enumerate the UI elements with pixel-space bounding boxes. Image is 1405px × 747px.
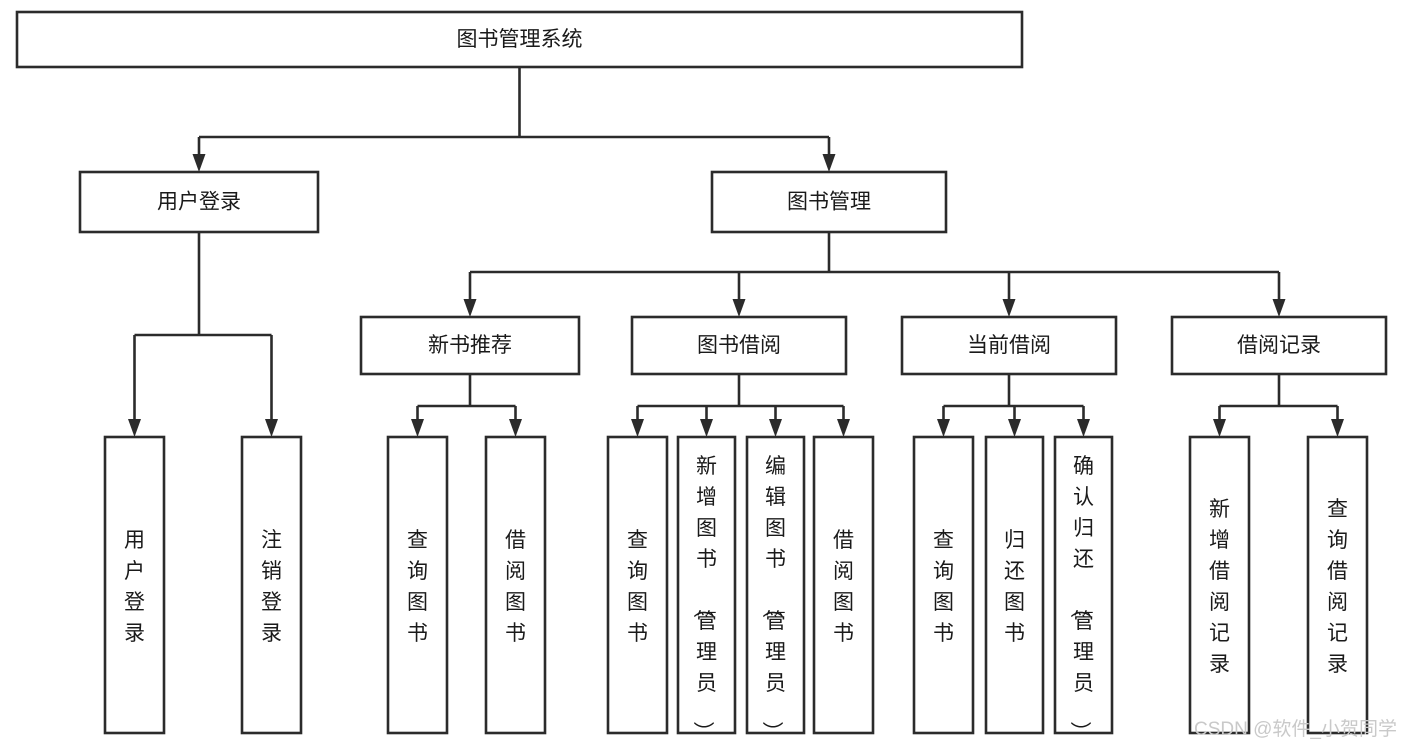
node-leaf-borrow-book[interactable]: 借阅图书 [812,435,875,735]
node-leaf-return-book[interactable]: 归还图书 [984,435,1045,735]
node-label-leaf-return-book: 归还图书 [1004,529,1025,645]
node-book-manage[interactable]: 图书管理 [710,170,948,234]
node-box-leaf-borrow-book-rec[interactable] [484,435,547,735]
node-label-leaf-query-book-current: 查询图书 [933,529,954,645]
node-label-leaf-query-book-borrow: 查询图书 [627,529,648,645]
node-label-book-manage: 图书管理 [787,191,871,214]
node-current-borrow[interactable]: 当前借阅 [900,315,1118,376]
node-user-login[interactable]: 用户登录 [78,170,320,234]
node-leaf-add-book[interactable]: 新增图书（管理员） [676,435,737,742]
node-leaf-logout[interactable]: 注销登录 [240,435,303,735]
node-label-borrow-record: 借阅记录 [1237,334,1321,357]
node-label-leaf-borrow-book: 借阅图书 [833,529,854,645]
node-box-leaf-user-login[interactable] [103,435,166,735]
node-box-root[interactable] [15,10,1024,69]
node-leaf-user-login[interactable]: 用户登录 [103,435,166,735]
node-box-leaf-query-book-current[interactable] [912,435,975,735]
node-label-leaf-confirm-return: 确认归还（管理员） [1068,455,1094,742]
node-leaf-borrow-book-rec[interactable]: 借阅图书 [484,435,547,735]
connectors-layer [128,67,1344,437]
node-label-new-book-recommend: 新书推荐 [428,334,512,357]
node-box-borrow-record[interactable] [1170,315,1388,376]
node-box-leaf-edit-book[interactable] [745,435,806,735]
watermark: CSDN @软件_小贺同学 [1194,719,1397,740]
node-label-leaf-add-record: 新增借阅记录 [1209,498,1230,676]
node-box-book-borrow[interactable] [630,315,848,376]
node-label-leaf-add-book: 新增图书（管理员） [691,455,717,742]
node-box-leaf-query-book-borrow[interactable] [606,435,669,735]
node-label-leaf-logout: 注销登录 [261,529,282,645]
node-leaf-query-record[interactable]: 查询借阅记录 [1306,435,1369,735]
node-box-new-book-recommend[interactable] [359,315,581,376]
node-borrow-record[interactable]: 借阅记录 [1170,315,1388,376]
node-label-root: 图书管理系统 [457,28,583,51]
node-leaf-query-book-rec[interactable]: 查询图书 [386,435,449,735]
node-box-leaf-add-record[interactable] [1188,435,1251,735]
node-box-leaf-query-book-rec[interactable] [386,435,449,735]
node-leaf-add-record[interactable]: 新增借阅记录 [1188,435,1251,735]
node-book-borrow[interactable]: 图书借阅 [630,315,848,376]
node-leaf-query-book-borrow[interactable]: 查询图书 [606,435,669,735]
node-box-leaf-add-book[interactable] [676,435,737,735]
node-box-leaf-logout[interactable] [240,435,303,735]
node-leaf-query-book-current[interactable]: 查询图书 [912,435,975,735]
node-label-leaf-borrow-book-rec: 借阅图书 [505,529,526,645]
node-box-leaf-query-record[interactable] [1306,435,1369,735]
node-label-book-borrow: 图书借阅 [697,334,781,357]
node-leaf-edit-book[interactable]: 编辑图书（管理员） [745,435,806,742]
node-label-leaf-edit-book: 编辑图书（管理员） [760,455,786,742]
node-label-current-borrow: 当前借阅 [967,334,1051,357]
node-root[interactable]: 图书管理系统 [15,10,1024,69]
node-leaf-confirm-return[interactable]: 确认归还（管理员） [1053,435,1114,742]
node-new-book-recommend[interactable]: 新书推荐 [359,315,581,376]
node-box-leaf-borrow-book[interactable] [812,435,875,735]
node-label-leaf-user-login: 用户登录 [124,529,145,645]
node-box-current-borrow[interactable] [900,315,1118,376]
node-label-leaf-query-book-rec: 查询图书 [407,529,428,645]
node-label-user-login: 用户登录 [157,191,241,214]
node-box-leaf-confirm-return[interactable] [1053,435,1114,735]
node-box-leaf-return-book[interactable] [984,435,1045,735]
nodes-layer: 图书管理系统用户登录图书管理新书推荐图书借阅当前借阅借阅记录用户登录注销登录查询… [15,10,1388,742]
node-label-leaf-query-record: 查询借阅记录 [1327,498,1348,676]
node-box-user-login[interactable] [78,170,320,234]
node-box-book-manage[interactable] [710,170,948,234]
